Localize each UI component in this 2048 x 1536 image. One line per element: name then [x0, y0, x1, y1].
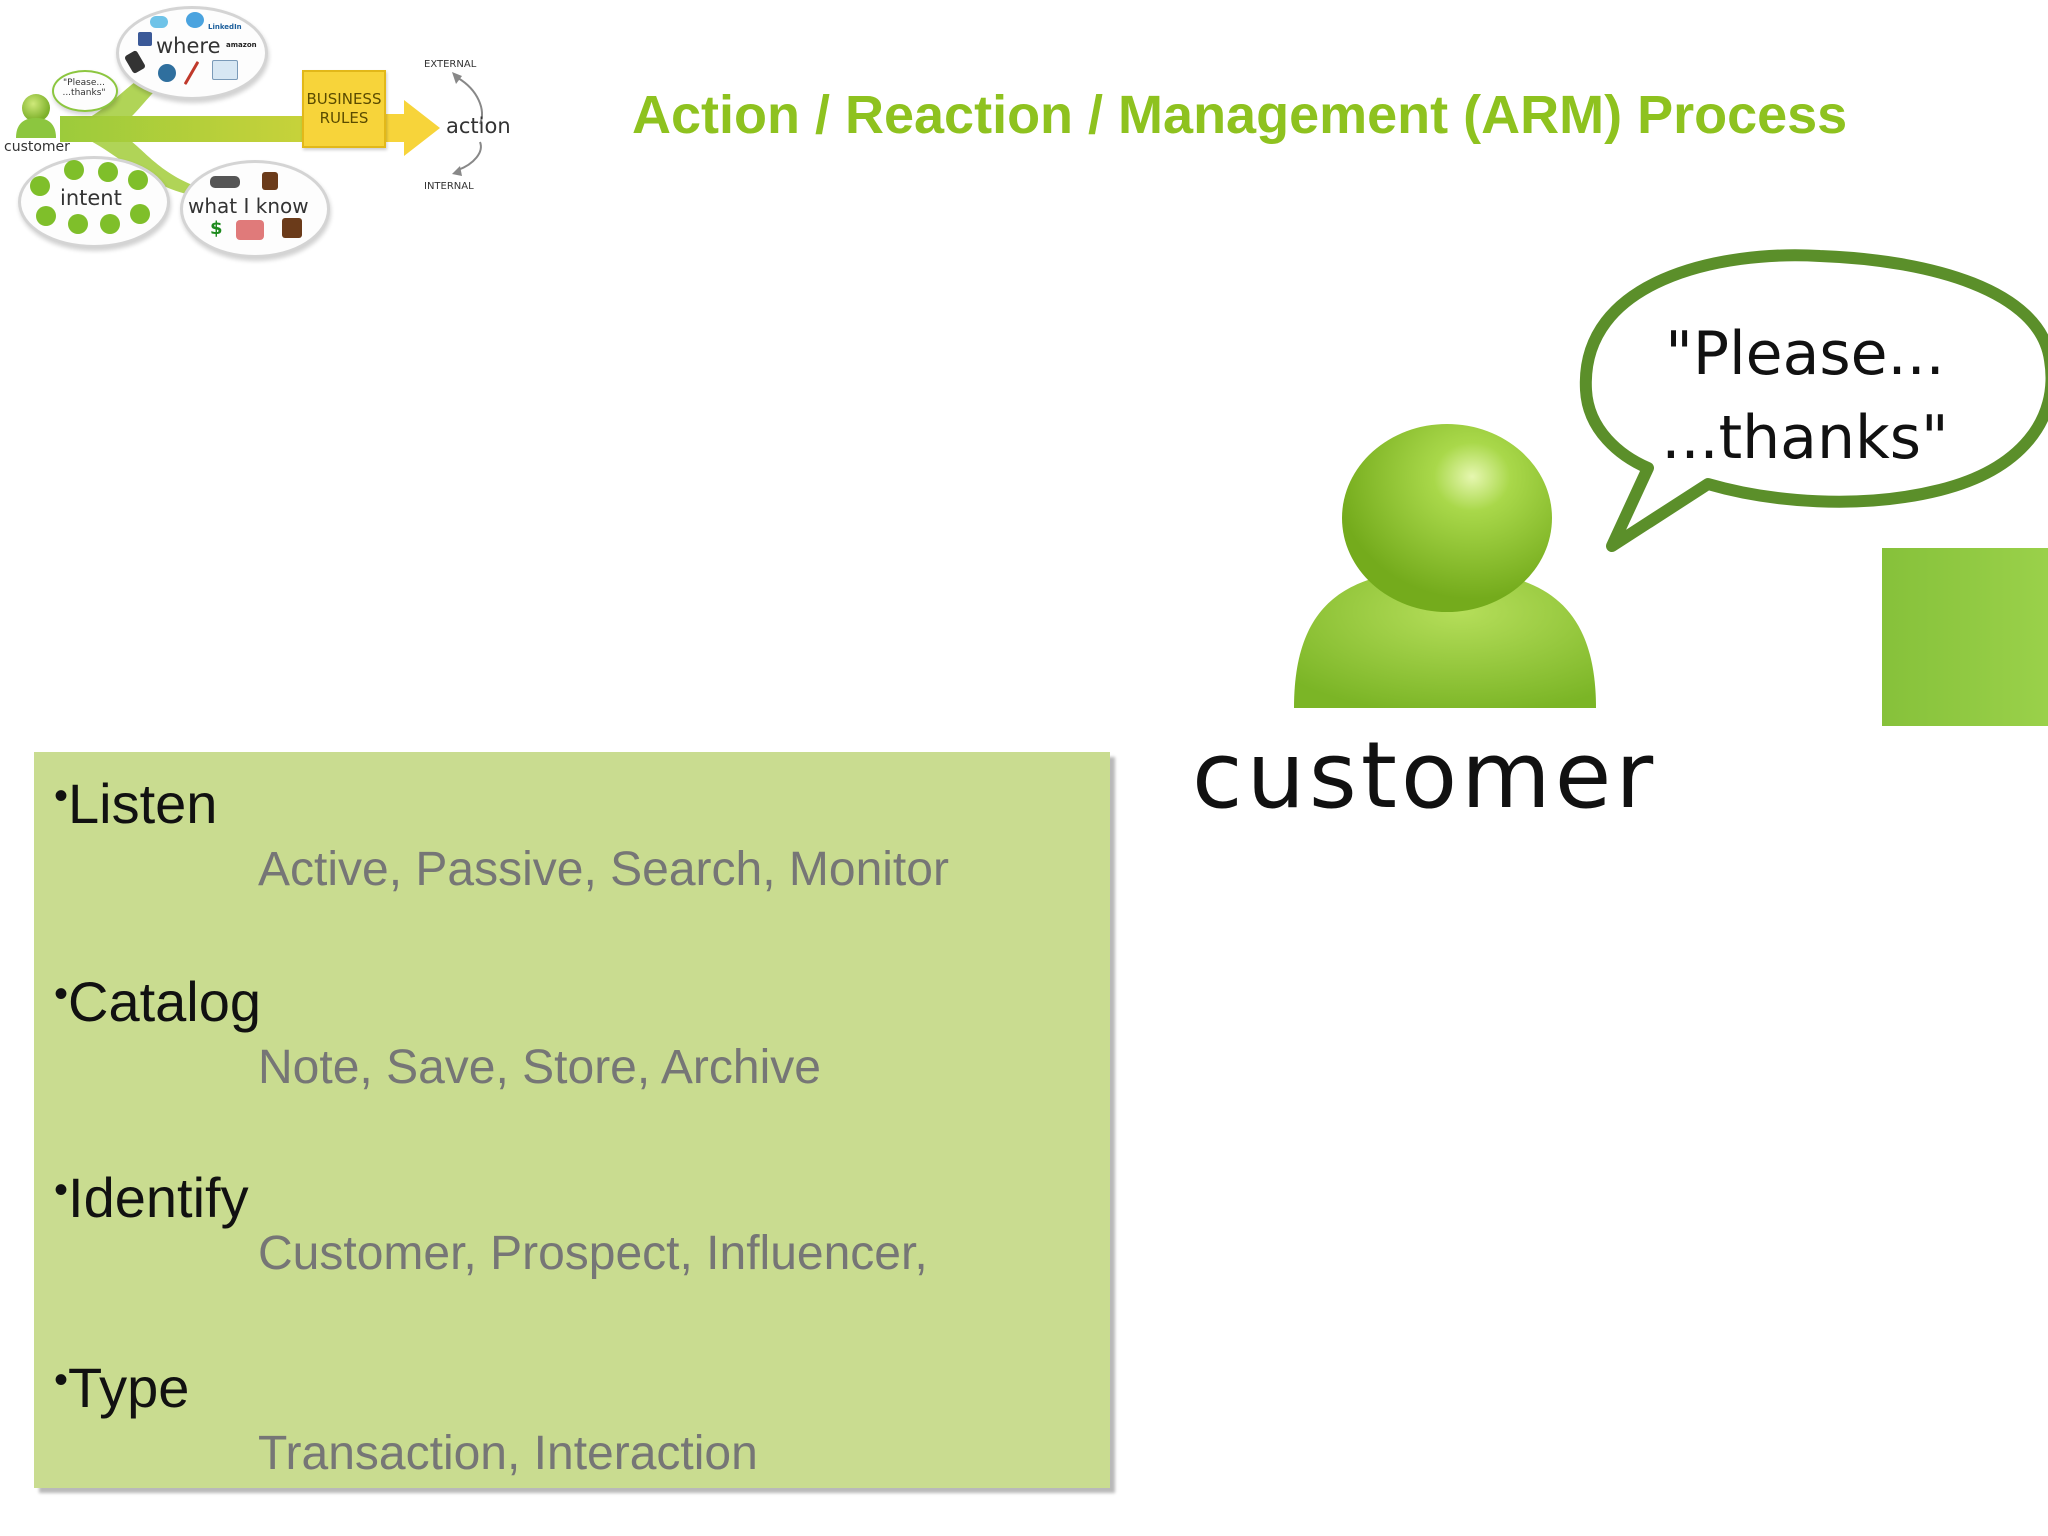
speech-line-1: "Please...	[1665, 319, 1945, 389]
customer-figure	[1200, 240, 2048, 840]
customer-graphics	[1294, 249, 2048, 726]
where-label: where	[156, 34, 221, 58]
step-type: •Type Transaction, Interaction	[54, 1360, 758, 1478]
cool-face-icon	[68, 214, 88, 234]
customer-head	[1342, 424, 1552, 612]
bullet: •	[54, 1168, 69, 1212]
smile-face-icon	[64, 160, 84, 180]
wordpress-icon	[158, 64, 176, 82]
worried-face-icon	[100, 214, 120, 234]
angry-face-icon	[128, 170, 148, 190]
linkedin-logo: LinkedIn	[208, 23, 242, 31]
skype-icon	[150, 16, 168, 28]
house-icon	[236, 220, 264, 240]
car-icon	[210, 176, 240, 188]
amazon-logo: amazon	[226, 41, 257, 49]
dollar-icon: $	[210, 218, 223, 239]
slide-title: Action / Reaction / Management (ARM) Pro…	[632, 85, 1848, 145]
step-title-text: Listen	[68, 772, 218, 835]
what-i-know-label: what I know	[188, 194, 309, 218]
step-title: •Listen	[54, 776, 949, 832]
intent-bubble	[18, 156, 170, 248]
customer-body	[1294, 570, 1596, 708]
step-detail: Note, Save, Store, Archive	[258, 1041, 821, 1094]
step-title-text: Identify	[68, 1166, 249, 1229]
step-title-text: Type	[68, 1356, 190, 1419]
external-label: EXTERNAL	[424, 59, 477, 70]
speech-bubble	[1579, 249, 2048, 552]
internal-label: INTERNAL	[424, 181, 474, 192]
facebook-icon	[138, 32, 152, 46]
diagram-customer-label: customer	[4, 139, 70, 155]
speech-bubble-text: "Please... ...thanks"	[1640, 312, 1970, 480]
step-title: •Type	[54, 1360, 758, 1416]
step-detail: Transaction, Interaction	[258, 1427, 758, 1480]
step-detail: Customer, Prospect, Influencer,	[258, 1227, 928, 1280]
steps-panel: •Listen Active, Passive, Search, Monitor…	[34, 752, 1110, 1488]
arm-process-diagram: "Please... ...thanks" customer LinkedIn …	[0, 0, 540, 260]
business-rules-line2: RULES	[319, 109, 369, 127]
what-i-know-bubble	[180, 160, 330, 258]
cake-icon	[282, 218, 302, 238]
bullet: •	[54, 972, 69, 1016]
action-label: action	[446, 114, 511, 138]
green-block	[1882, 548, 2048, 726]
bullet: •	[54, 1358, 69, 1402]
step-catalog: •Catalog Note, Save, Store, Archive	[54, 974, 821, 1092]
wink-face-icon	[130, 204, 150, 224]
family-icon	[262, 172, 278, 190]
monitor-icon	[212, 60, 238, 80]
sad-face-icon	[36, 206, 56, 226]
speech-line-2: ...thanks"	[1661, 403, 1949, 473]
mini-speech-text: "Please... ...thanks"	[62, 78, 106, 98]
business-rules-line1: BUSINESS	[306, 90, 382, 109]
step-title: •Identify	[54, 1170, 928, 1226]
step-title-text: Catalog	[68, 970, 262, 1033]
business-rules-box: BUSINESS RULES	[302, 70, 386, 148]
mini-speech-bubble	[52, 70, 118, 112]
customer-label: customer	[1192, 722, 1658, 829]
step-listen: •Listen Active, Passive, Search, Monitor	[54, 776, 949, 894]
step-title: •Catalog	[54, 974, 821, 1030]
step-identify: •Identify Customer, Prospect, Influencer…	[54, 1170, 928, 1278]
happy-face-icon	[30, 176, 50, 196]
grin-face-icon	[98, 162, 118, 182]
step-detail: Active, Passive, Search, Monitor	[258, 843, 949, 896]
twitter-icon	[186, 12, 204, 28]
intent-label: intent	[60, 186, 122, 210]
bullet: •	[54, 774, 69, 818]
